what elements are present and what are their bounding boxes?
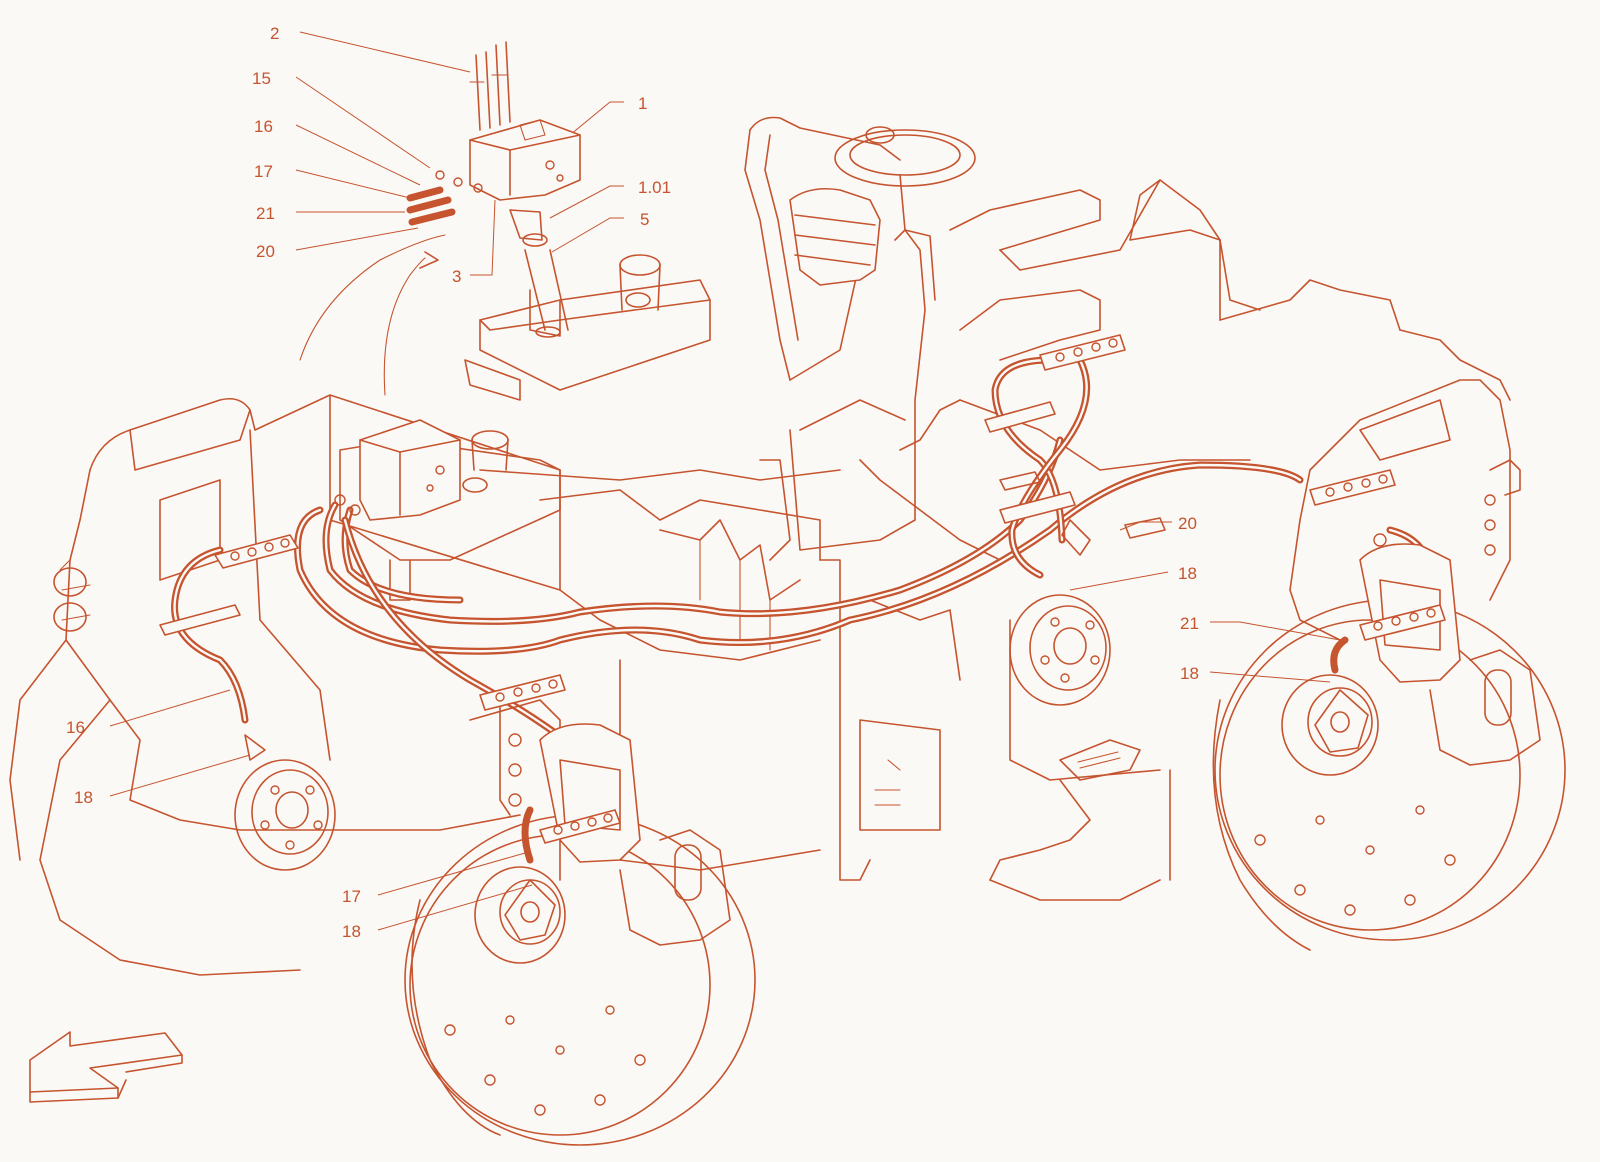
connector-strip-front-lower (539, 809, 621, 844)
leader-17-top (295, 169, 411, 199)
callout-16-top: 16 (254, 117, 273, 136)
leader-3 (470, 199, 496, 276)
callout-18-left: 18 (74, 788, 93, 807)
machine-chassis (9, 116, 1521, 976)
callout-16-left: 16 (66, 718, 85, 737)
brake-hub-rear-left (1009, 594, 1111, 706)
exploded-valve-block (406, 41, 581, 338)
rear-drum (1212, 543, 1566, 951)
brake-hub-front-left (234, 734, 336, 871)
leader-17-bottom (377, 852, 526, 896)
callout-17-bottom: 17 (342, 887, 361, 906)
callout-17-top: 17 (254, 162, 273, 181)
callout-5: 5 (640, 210, 649, 229)
callout-21-right: 21 (1180, 614, 1199, 633)
callout-3: 3 (452, 267, 461, 286)
callout-18-right: 18 (1178, 564, 1197, 583)
leader-18-right-lower (1209, 671, 1331, 683)
callout-18-right-lower: 18 (1180, 664, 1199, 683)
connector-strip-rear (1039, 334, 1126, 371)
leader-18-left (109, 754, 251, 797)
leader-lines (109, 31, 1341, 931)
connector-strip-rear-right (1309, 469, 1396, 506)
connector-strip-rear-mid (984, 401, 1056, 433)
connector-strip-left (214, 534, 299, 569)
leader-15 (295, 76, 431, 169)
leader-2 (299, 31, 471, 73)
leader-18-bottom (377, 884, 533, 931)
callout-1-01: 1.01 (638, 178, 671, 197)
callout-15: 15 (252, 69, 271, 88)
callout-21-top: 21 (256, 204, 275, 223)
leader-20-top (295, 227, 419, 251)
connector-strips (159, 334, 1446, 844)
mounting-arrows (299, 234, 446, 396)
leader-18-right (1069, 571, 1169, 591)
callout-20-top: 20 (256, 242, 275, 261)
callout-1: 1 (638, 94, 647, 113)
leader-5 (551, 217, 624, 253)
clamp-20-right (1124, 517, 1166, 539)
callout-20-right: 20 (1178, 514, 1197, 533)
leader-1 (569, 101, 624, 136)
connector-strip-rear-right-lower (1359, 604, 1446, 641)
connector-strip-left-lower (159, 604, 241, 636)
connector-strip-center (999, 491, 1091, 556)
clamp-upper (999, 471, 1041, 491)
leader-1-01 (549, 185, 624, 219)
callout-18-bottom: 18 (342, 922, 361, 941)
callout-2: 2 (270, 24, 279, 43)
mounted-valve-block (334, 419, 461, 521)
leader-16-top (295, 124, 421, 186)
connector-strip-front (479, 674, 566, 711)
front-drum (404, 699, 756, 1146)
forward-direction-arrow-icon (29, 1031, 183, 1103)
hydraulic-hoses (171, 356, 1434, 864)
callout-labels: 2 15 16 17 21 20 1 1.01 5 3 20 18 21 18 … (66, 24, 1199, 941)
leader-16-left (109, 689, 231, 727)
